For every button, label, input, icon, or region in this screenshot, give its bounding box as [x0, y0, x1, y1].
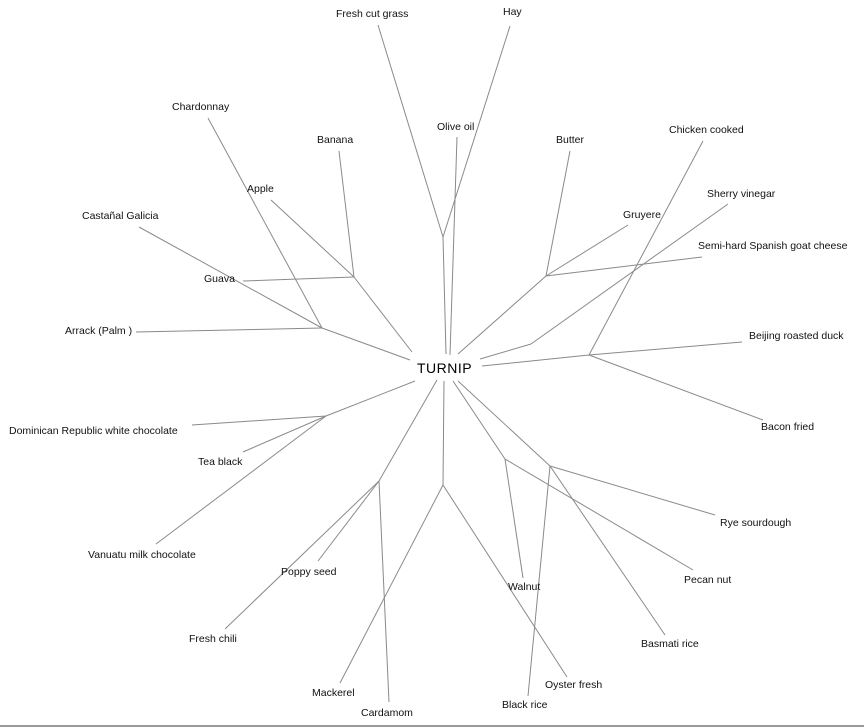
edge-butter: [545, 150, 571, 277]
leaf-olive-oil[interactable]: Olive oil: [437, 121, 475, 133]
edge-mackerel: [339, 484, 444, 684]
leaf-mackerel[interactable]: Mackerel: [312, 687, 355, 699]
leaf-apple[interactable]: Apple: [247, 183, 274, 195]
edge-grain-node: [457, 380, 551, 467]
edge-dominican-white-chocolate: [191, 415, 327, 426]
edge-beijing-roasted-duck: [588, 341, 743, 356]
leaf-walnut[interactable]: Walnut: [508, 581, 541, 593]
edge-vanuatu-milk-chocolate: [155, 415, 327, 545]
leaf-chicken-cooked[interactable]: Chicken cooked: [669, 124, 744, 136]
leaf-castanal-galicia[interactable]: Castañal Galicia: [82, 210, 159, 222]
leaf-gruyere[interactable]: Gruyere: [623, 209, 661, 221]
edge-grass-hay-node: [442, 236, 447, 355]
edge-pecan-nut: [504, 458, 694, 571]
leaf-chardonnay[interactable]: Chardonnay: [172, 101, 230, 113]
leaf-black-rice[interactable]: Black rice: [502, 699, 548, 711]
leaf-fresh-chili[interactable]: Fresh chili: [189, 633, 237, 645]
edge-guava: [242, 276, 355, 282]
leaf-rye-sourdough[interactable]: Rye sourdough: [720, 517, 792, 529]
edge-spice-node: [378, 379, 438, 482]
edge-olive-oil: [449, 136, 458, 356]
edge-fresh-cut-grass: [377, 24, 444, 238]
leaf-arrack-palm[interactable]: Arrack (Palm ): [65, 325, 133, 337]
leaf-poppy-seed[interactable]: Poppy seed: [281, 566, 337, 578]
edge-nut-node: [452, 380, 506, 460]
leaf-cardamom[interactable]: Cardamom: [361, 707, 413, 719]
edge-fruit-node: [353, 276, 413, 353]
leaf-dominican-white-chocolate[interactable]: Dominican Republic white chocolate: [9, 425, 178, 437]
leaf-hay[interactable]: Hay: [503, 6, 522, 18]
edge-black-rice: [527, 465, 551, 697]
leaf-vanuatu-milk-chocolate[interactable]: Vanuatu milk chocolate: [88, 549, 196, 561]
edge-banana: [338, 150, 355, 278]
edge-walnut: [504, 458, 524, 579]
edge-fresh-chili: [224, 480, 380, 630]
edge-tea-black: [242, 415, 327, 453]
edge-rye-sourdough: [549, 465, 716, 516]
leaf-beijing-roasted-duck[interactable]: Beijing roasted duck: [749, 330, 844, 342]
bottom-divider: [0, 725, 864, 727]
edge-sherry-vinegar: [530, 203, 729, 345]
edge-oyster-fresh: [442, 484, 568, 678]
edge-seafood-node: [442, 380, 445, 486]
edge-semi-hard-goat-cheese: [545, 256, 703, 277]
edge-meat-node: [481, 354, 590, 367]
root-node-label[interactable]: TURNIP: [417, 360, 473, 376]
edge-gruyere: [545, 224, 629, 277]
edge-hay: [442, 25, 511, 238]
leaf-guava[interactable]: Guava: [204, 273, 235, 285]
edge-chocolate-node: [325, 380, 416, 417]
edge-bacon-fried: [588, 354, 764, 421]
leaf-bacon-fried[interactable]: Bacon fried: [761, 421, 815, 433]
edge-basmati-rice: [549, 465, 666, 636]
edge-spirits-node: [321, 327, 411, 361]
leaf-basmati-rice[interactable]: Basmati rice: [641, 638, 699, 650]
edge-apple: [270, 199, 355, 278]
leaf-banana[interactable]: Banana: [317, 134, 354, 146]
edge-sherry-node: [479, 343, 532, 360]
edge-cheese-node: [457, 275, 547, 355]
leaf-oyster-fresh[interactable]: Oyster fresh: [545, 679, 603, 691]
edge-castanal-galicia: [138, 226, 323, 329]
leaf-butter[interactable]: Butter: [556, 134, 585, 146]
leaf-pecan-nut[interactable]: Pecan nut: [684, 574, 732, 586]
edge-cardamom: [378, 480, 390, 703]
leaf-sherry-vinegar[interactable]: Sherry vinegar: [707, 188, 776, 200]
edge-chardonnay: [207, 117, 323, 329]
edge-arrack-palm: [135, 327, 323, 333]
leaf-fresh-cut-grass[interactable]: Fresh cut grass: [336, 8, 409, 20]
edge-poppy-seed: [317, 480, 380, 562]
leaf-semi-hard-goat-cheese[interactable]: Semi-hard Spanish goat cheese: [698, 240, 848, 252]
edge-chicken-cooked: [588, 140, 704, 356]
leaf-tea-black[interactable]: Tea black: [198, 456, 243, 468]
